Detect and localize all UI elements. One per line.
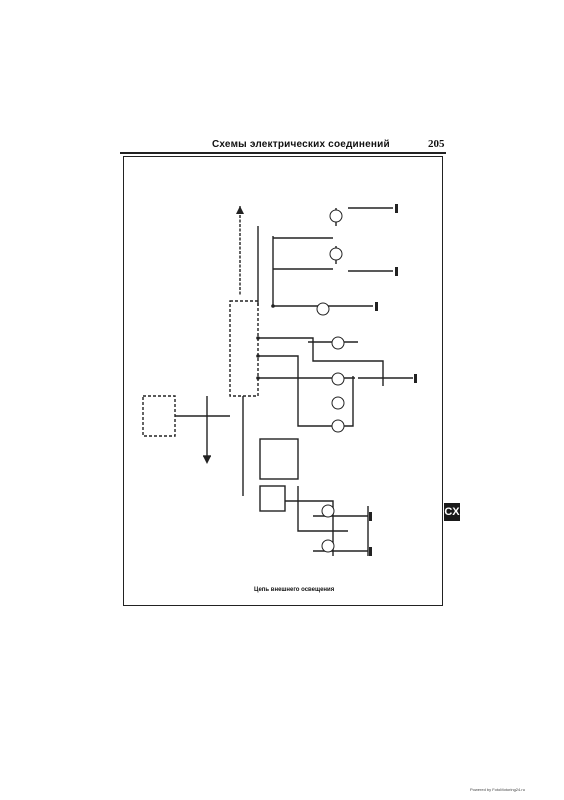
diagram-frame xyxy=(123,156,443,606)
footer-note: Powered by FotoMotoring24.ru xyxy=(470,787,525,792)
diagram-caption: Цепь внешнего освещения xyxy=(254,587,335,593)
wiring-diagram xyxy=(142,204,417,556)
section-tab: CX xyxy=(444,503,460,521)
page-header-title: Схемы электрических соединений xyxy=(212,139,390,150)
header-divider xyxy=(120,152,446,154)
page-number: 205 xyxy=(428,138,445,150)
